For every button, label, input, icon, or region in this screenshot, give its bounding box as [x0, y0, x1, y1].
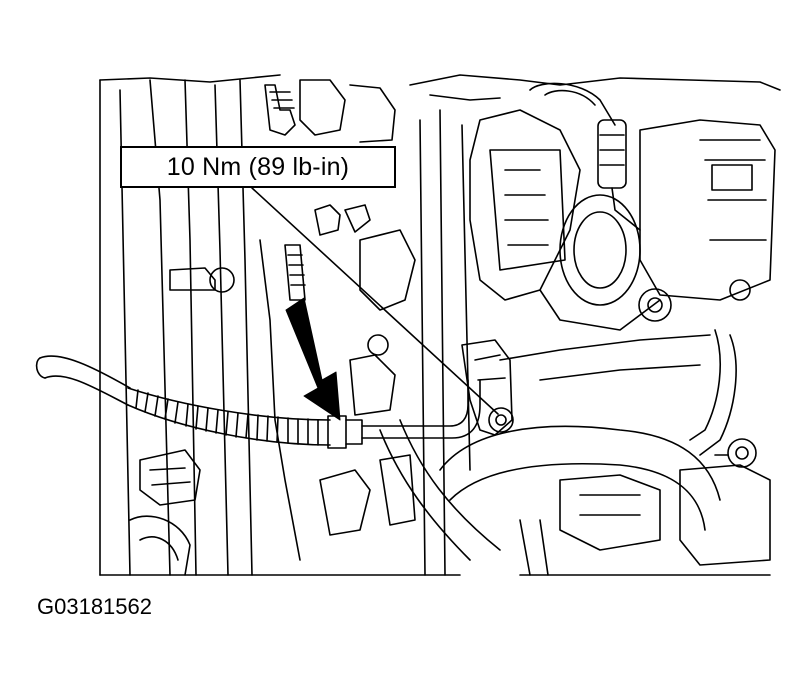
torque-callout-text: 10 Nm (89 lb-in) [166, 152, 350, 181]
torque-callout-box: 10 Nm (89 lb-in) [120, 146, 396, 188]
hose-assembly [35, 355, 481, 449]
line-bracket [461, 339, 514, 436]
indicator-arrow [285, 297, 341, 421]
callout-leader-line [251, 187, 499, 415]
engine-structure [99, 74, 781, 576]
figure-id: G03181562 [37, 594, 152, 619]
